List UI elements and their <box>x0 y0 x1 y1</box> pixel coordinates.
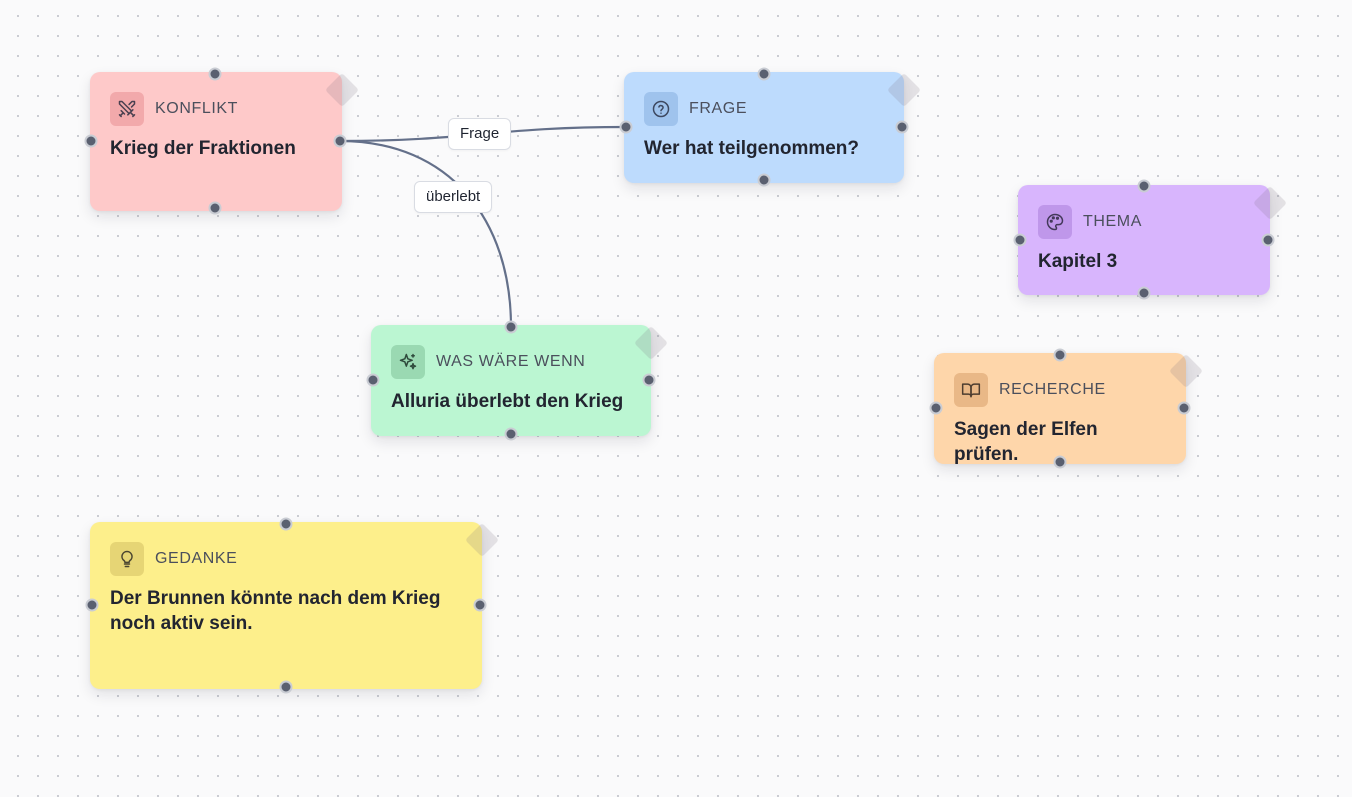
edge-label-ueberlebt[interactable]: überlebt <box>414 181 493 213</box>
handle-right[interactable] <box>1261 233 1275 247</box>
node-title: Wer hat teilgenommen? <box>644 138 860 159</box>
handle-left[interactable] <box>366 373 380 387</box>
handle-bottom[interactable] <box>1053 455 1067 469</box>
node-type-label: GEDANKE <box>155 550 238 567</box>
edge-konflikt-was-waere-wenn[interactable] <box>339 139 513 328</box>
handle-right[interactable] <box>642 373 656 387</box>
handle-top[interactable] <box>1053 348 1067 362</box>
node-frage[interactable]: FRAGE Wer hat teilgenommen? <box>624 72 921 183</box>
handle-top[interactable] <box>279 517 293 531</box>
handle-right[interactable] <box>473 598 487 612</box>
node-type-label: RECHERCHE <box>999 381 1106 398</box>
book-open-icon <box>954 373 988 407</box>
handle-left[interactable] <box>619 120 633 134</box>
node-konflikt[interactable]: KONFLIKT Krieg der Fraktionen <box>90 72 359 211</box>
node-type-label: THEMA <box>1083 213 1142 230</box>
handle-right[interactable] <box>333 134 347 148</box>
node-type-label: WAS WÄRE WENN <box>436 353 586 370</box>
node-fold-corner[interactable] <box>465 523 499 557</box>
node-title: Krieg der Fraktionen <box>110 138 296 159</box>
handle-right[interactable] <box>895 120 909 134</box>
node-type-label: KONFLIKT <box>155 100 239 117</box>
node-title: Kapitel 3 <box>1038 251 1118 272</box>
handle-top[interactable] <box>757 67 771 81</box>
handle-bottom[interactable] <box>504 427 518 441</box>
lightbulb-icon <box>110 542 144 576</box>
handle-right[interactable] <box>1177 401 1191 415</box>
node-title: Alluria überlebt den Krieg <box>391 391 624 412</box>
sparkles-icon <box>391 345 425 379</box>
node-thema[interactable]: THEMA Kapitel 3 <box>1018 185 1287 295</box>
handle-left[interactable] <box>1013 233 1027 247</box>
node-gedanke[interactable]: GEDANKE Der Brunnen könnte nach dem Krie… <box>90 522 499 689</box>
node-fold-corner[interactable] <box>1169 354 1203 388</box>
handle-bottom[interactable] <box>757 173 771 187</box>
node-recherche[interactable]: RECHERCHE Sagen der Elfen prüfen. <box>934 353 1203 465</box>
handle-bottom[interactable] <box>1137 286 1151 300</box>
handle-left[interactable] <box>929 401 943 415</box>
palette-icon <box>1038 205 1072 239</box>
node-was-waere-wenn[interactable]: WAS WÄRE WENN Alluria überlebt den Krieg <box>371 325 668 436</box>
node-fold-corner[interactable] <box>325 73 359 107</box>
handle-top[interactable] <box>504 320 518 334</box>
handle-bottom[interactable] <box>279 680 293 694</box>
node-type-label: FRAGE <box>689 100 748 117</box>
handle-left[interactable] <box>84 134 98 148</box>
node-fold-corner[interactable] <box>1253 186 1287 220</box>
node-title: Sagen der Elfen prüfen. <box>954 419 1098 465</box>
node-fold-corner[interactable] <box>887 73 921 107</box>
handle-bottom[interactable] <box>208 201 222 215</box>
edge-label-frage[interactable]: Frage <box>448 118 512 150</box>
question-circle-icon <box>644 92 678 126</box>
swords-icon <box>110 92 144 126</box>
node-title: Der Brunnen könnte nach dem Krieg noch a… <box>110 588 441 634</box>
handle-left[interactable] <box>85 598 99 612</box>
handle-top[interactable] <box>208 67 222 81</box>
node-fold-corner[interactable] <box>634 326 668 360</box>
handle-top[interactable] <box>1137 179 1151 193</box>
